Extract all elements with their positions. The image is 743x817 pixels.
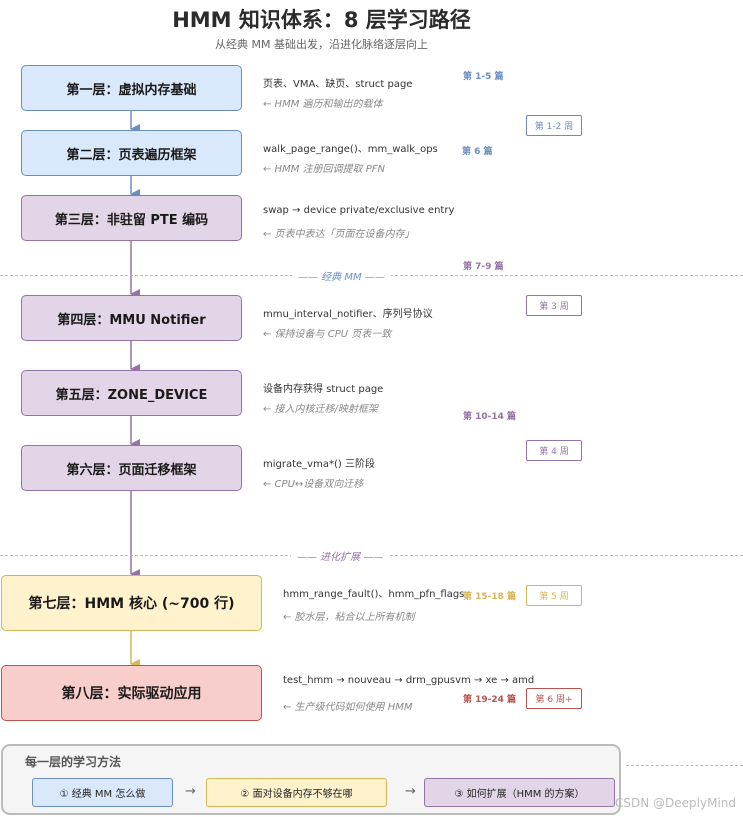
week-badge-1: 第 1-2 周	[526, 115, 582, 136]
layer-2-box[interactable]: 第二层：页表遍历框架	[21, 130, 242, 176]
page-title: HMM 知识体系：8 层学习路径	[172, 8, 471, 32]
section-label-classic: —— 经典 MM ——	[292, 268, 391, 283]
article-range-5: 第 15-18 篇	[463, 592, 517, 602]
layer-6-note: ← CPU↔设备双向迁移	[263, 479, 364, 490]
layer-4-note: ← 保持设备与 CPU 页表一致	[263, 329, 392, 340]
layer-3-label: 第三层：非驻留 PTE 编码	[54, 212, 209, 228]
layer-1-box[interactable]: 第一层：虚拟内存基础	[21, 65, 242, 111]
layer-4-box[interactable]: 第四层：MMU Notifier	[21, 295, 242, 341]
article-range-3: 第 7-9 篇	[463, 262, 504, 272]
week-badge-2-label: 第 3 周	[539, 302, 569, 312]
week-badge-1-label: 第 1-2 周	[534, 122, 574, 132]
method-step-1-label: ① 经典 MM 怎么做	[59, 789, 146, 800]
layer-8-note: ← 生产级代码如何使用 HMM	[283, 702, 413, 713]
layer-7-box[interactable]: 第七层：HMM 核心 (~700 行)	[1, 575, 262, 631]
method-step-3[interactable]: ③ 如何扩展（HMM 的方案）	[424, 778, 615, 807]
week-badge-3-label: 第 4 周	[539, 447, 569, 457]
layer-6-label: 第六层：页面迁移框架	[66, 462, 197, 478]
week-badge-3: 第 4 周	[526, 440, 582, 461]
layer-8-desc: test_hmm → nouveau → drm_gpusvm → xe → a…	[283, 675, 535, 686]
layer-2-note: ← HMM 注册回调提取 PFN	[263, 164, 385, 175]
article-range-1: 第 1-5 篇	[463, 72, 504, 82]
layer-1-label: 第一层：虚拟内存基础	[66, 82, 197, 98]
article-range-4: 第 10-14 篇	[463, 412, 517, 422]
layer-1-desc: 页表、VMA、缺页、struct page	[263, 79, 413, 90]
divider-method	[626, 765, 743, 766]
method-step-1[interactable]: ① 经典 MM 怎么做	[32, 778, 173, 807]
layer-3-desc: swap → device private/exclusive entry	[263, 205, 455, 216]
layer-7-desc: hmm_range_fault()、hmm_pfn_flags	[283, 589, 465, 600]
layer-7-note: ← 胶水层，粘合以上所有机制	[283, 612, 415, 623]
layer-4-label: 第四层：MMU Notifier	[57, 312, 206, 328]
week-badge-5-label: 第 6 周+	[535, 695, 573, 705]
learning-method-title: 每一层的学习方法	[25, 755, 122, 769]
method-arrow-1: →	[185, 784, 196, 799]
week-badge-2: 第 3 周	[526, 295, 582, 316]
layer-3-box[interactable]: 第三层：非驻留 PTE 编码	[21, 195, 242, 241]
layer-8-box[interactable]: 第八层：实际驱动应用	[1, 665, 262, 721]
method-step-2-label: ② 面对设备内存不够在哪	[240, 789, 353, 800]
layer-2-label: 第二层：页表遍历框架	[66, 147, 197, 163]
layer-5-desc: 设备内存获得 struct page	[263, 384, 384, 395]
article-range-6: 第 19-24 篇	[463, 695, 517, 705]
section-label-evolution: —— 进化扩展 ——	[291, 548, 390, 563]
layer-5-note: ← 接入内核迁移/映射框架	[263, 404, 378, 415]
layer-7-label: 第七层：HMM 核心 (~700 行)	[28, 596, 235, 612]
layer-5-label: 第五层：ZONE_DEVICE	[55, 387, 208, 403]
week-badge-4-label: 第 5 周	[539, 592, 569, 602]
layer-2-desc: walk_page_range()、mm_walk_ops	[263, 144, 438, 155]
layer-6-desc: migrate_vma*() 三阶段	[263, 459, 375, 470]
layer-4-desc: mmu_interval_notifier、序列号协议	[263, 309, 433, 320]
layer-1-note: ← HMM 遍历和输出的载体	[263, 99, 383, 110]
layer-3-note: ← 页表中表达「页面在设备内存」	[263, 229, 415, 240]
layer-8-label: 第八层：实际驱动应用	[61, 686, 202, 702]
week-badge-4: 第 5 周	[526, 585, 582, 606]
page-subtitle: 从经典 MM 基础出发，沿进化脉络逐层向上	[215, 38, 428, 51]
layer-5-box[interactable]: 第五层：ZONE_DEVICE	[21, 370, 242, 416]
layer-6-box[interactable]: 第六层：页面迁移框架	[21, 445, 242, 491]
learning-method-panel: 每一层的学习方法 ① 经典 MM 怎么做 → ② 面对设备内存不够在哪 → ③ …	[1, 744, 621, 815]
method-step-3-label: ③ 如何扩展（HMM 的方案）	[454, 789, 585, 800]
article-range-2: 第 6 篇	[462, 147, 493, 157]
method-step-2[interactable]: ② 面对设备内存不够在哪	[206, 778, 387, 807]
week-badge-5: 第 6 周+	[526, 688, 582, 709]
watermark: CSDN @DeeplyMind	[615, 796, 736, 810]
method-arrow-2: →	[405, 784, 416, 799]
